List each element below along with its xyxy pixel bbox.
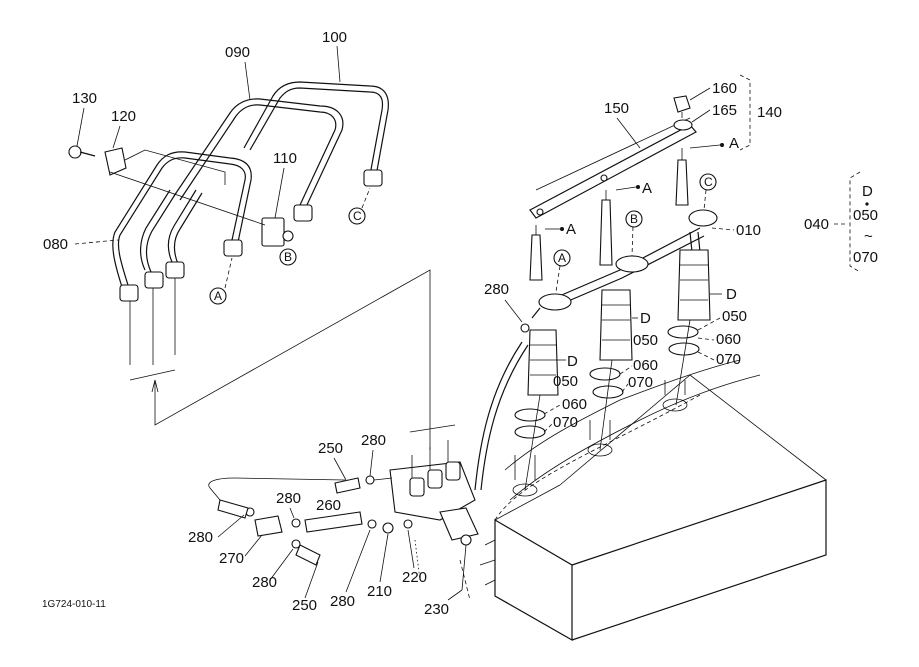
leak-off-pipe: [531, 209, 718, 319]
callout-c-nozzle: C: [704, 175, 713, 189]
injection-pipes: [68, 81, 431, 450]
glow-plug-lead: [529, 74, 751, 281]
callout-a-nozzle: A: [558, 251, 566, 265]
ref-a-glow-plug-2: A: [642, 180, 652, 197]
detail-label-d: D: [862, 183, 873, 200]
part-label-060-mid: 060: [633, 357, 658, 374]
part-label-250-bottom: 250: [292, 597, 317, 614]
part-label-210: 210: [367, 583, 392, 600]
part-label-250-top: 250: [318, 440, 343, 457]
part-label-160: 160: [712, 80, 737, 97]
part-label-060-right: 060: [716, 331, 741, 348]
part-label-220: 220: [402, 569, 427, 586]
part-label-130: 130: [72, 90, 97, 107]
part-label-110: 110: [273, 150, 297, 167]
part-label-280-top: 280: [484, 281, 509, 298]
part-label-280-left: 280: [276, 490, 301, 507]
callout-c-pipe: C: [353, 209, 362, 223]
part-label-260: 260: [316, 497, 341, 514]
part-label-280-bottom: 280: [252, 574, 277, 591]
part-label-165: 165: [712, 102, 737, 119]
ref-d-right: D: [726, 286, 737, 303]
part-label-120: 120: [111, 108, 136, 125]
part-label-070-right: 070: [716, 351, 741, 368]
part-label-050-right: 050: [722, 308, 747, 325]
tilde-separator: ~: [864, 228, 873, 245]
part-label-080: 080: [43, 236, 68, 253]
ref-a-glow-plug-3: A: [729, 135, 739, 152]
part-label-280-center: 280: [330, 593, 355, 610]
part-label-140: 140: [757, 104, 782, 121]
ref-d-mid: D: [640, 310, 651, 327]
part-label-100: 100: [322, 29, 347, 46]
part-label-150: 150: [604, 100, 629, 117]
part-label-050-mid: 050: [633, 332, 658, 349]
part-label-050-left: 050: [553, 373, 578, 390]
part-label-070-kit: 070: [853, 249, 878, 266]
cylinder-head-block: [459, 359, 827, 642]
ref-a-glow-plug-1: A: [566, 221, 576, 238]
drawing-code: 1G724-010-11: [42, 599, 106, 610]
fuel-injection-pump-and-hoses: [208, 323, 530, 591]
callout-a-pipe: A: [214, 289, 222, 303]
part-number-labels: 100 090 130 120 110 080 150 160 165 140 …: [43, 29, 878, 618]
connection-callouts: A B C A B C A A A D D D: [209, 135, 739, 370]
part-label-070-left: 070: [553, 414, 578, 431]
part-label-010: 010: [736, 222, 761, 239]
ref-d-left: D: [567, 353, 578, 370]
nozzle-holders: [514, 249, 711, 491]
callout-b-nozzle: B: [630, 212, 638, 226]
part-label-270: 270: [219, 550, 244, 567]
callout-b-pipe: B: [284, 250, 292, 264]
part-label-050-kit: 050: [853, 207, 878, 224]
part-label-090: 090: [225, 44, 250, 61]
part-label-280-hose-top: 280: [361, 432, 386, 449]
part-label-040: 040: [804, 216, 829, 233]
part-label-060-left: 060: [562, 396, 587, 413]
part-label-070-mid: 070: [628, 374, 653, 391]
part-label-230: 230: [424, 601, 449, 618]
part-label-280-far-left: 280: [188, 529, 213, 546]
